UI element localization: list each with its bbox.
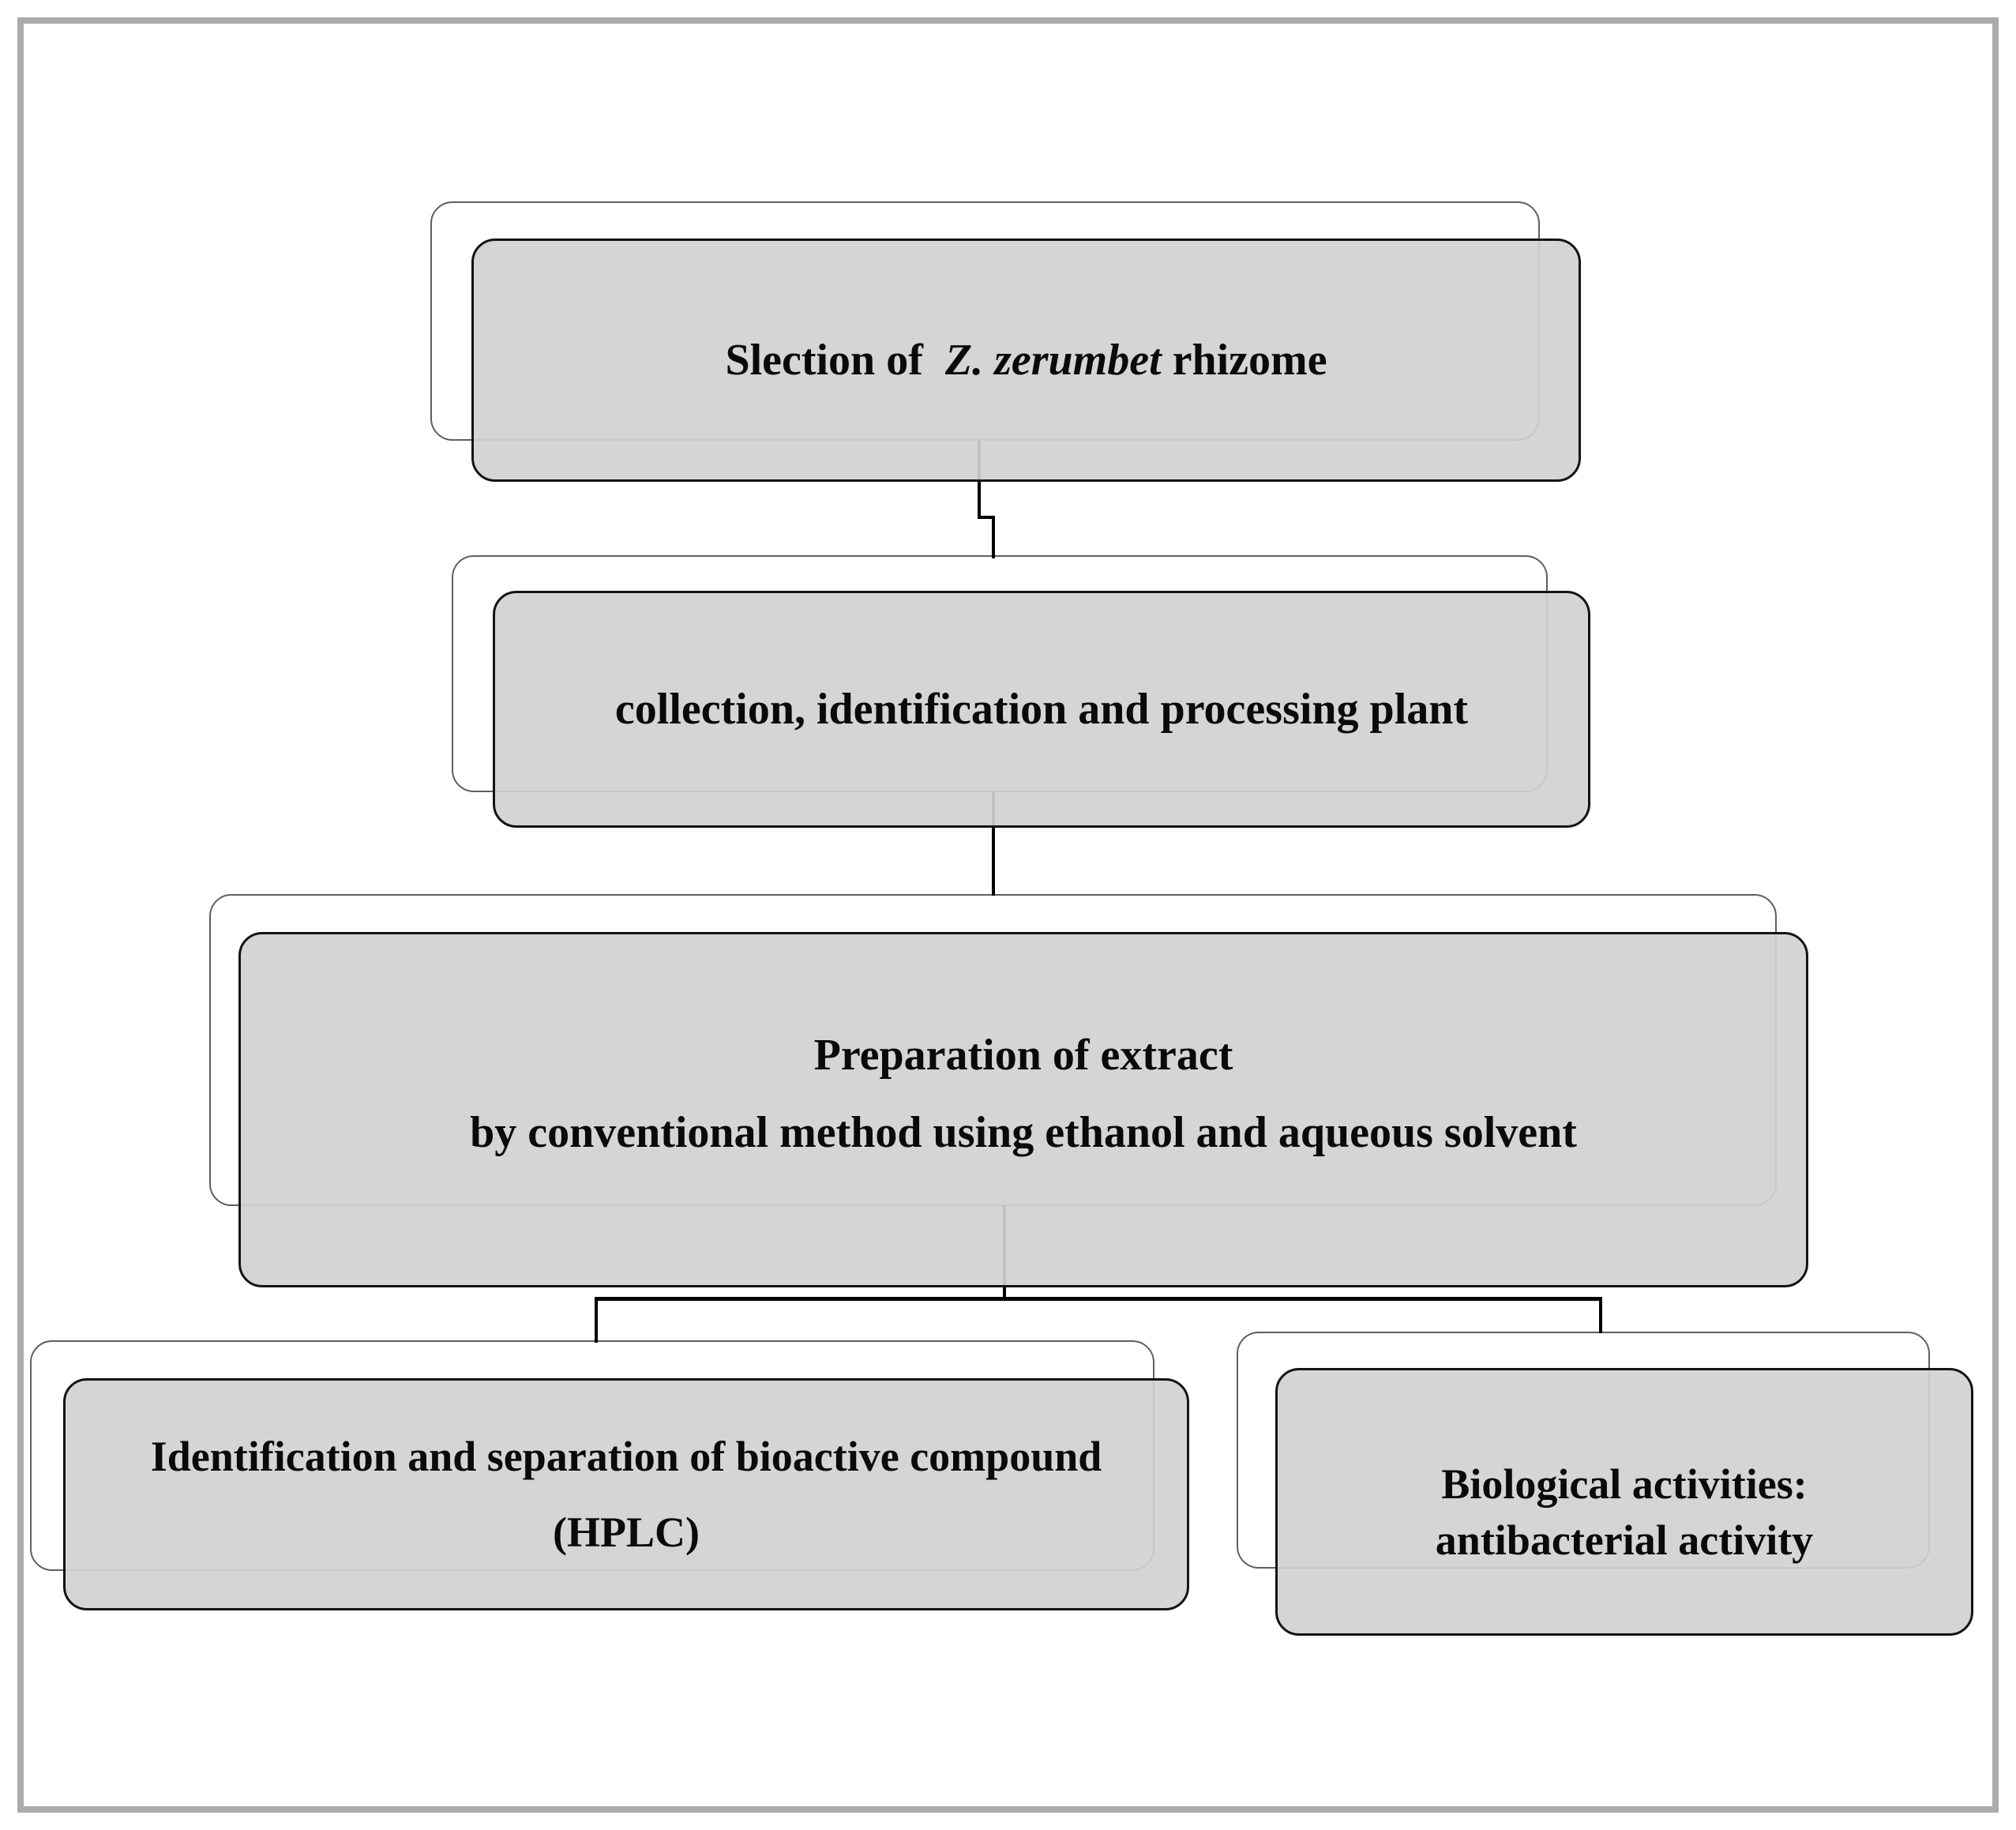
biological-node: Biological activities: antibacterial act…: [1275, 1368, 1973, 1636]
biological-node-line1: Biological activities:: [1441, 1460, 1808, 1509]
connector-branch-left-drop: [595, 1297, 598, 1343]
selection-label-species: Z. zerumbet: [944, 336, 1162, 385]
connector-branch-horizontal: [595, 1297, 1602, 1301]
selection-label-prefix: Slection of: [725, 336, 945, 385]
collection-node-label: collection, identification and processin…: [614, 685, 1469, 734]
hplc-node-method: (HPLC): [553, 1509, 700, 1556]
connector-selection-to-collection-jog: [978, 516, 995, 519]
biological-node-line2: antibacterial activity: [1435, 1516, 1814, 1564]
selection-node-label: Slection of Z. zerumbet rhizome: [725, 335, 1327, 385]
page-frame: [17, 17, 1999, 1813]
connector-collection-to-extraction: [992, 792, 995, 896]
hplc-node: Identification and separation of bioacti…: [63, 1378, 1189, 1610]
selection-node: Slection of Z. zerumbet rhizome: [471, 239, 1581, 482]
extraction-node-line2: by conventional method using ethanol and…: [470, 1108, 1577, 1157]
connector-selection-to-collection-vertical-2: [992, 516, 995, 558]
hplc-node-title: Identification and separation of bioacti…: [150, 1433, 1102, 1480]
extraction-node-line1: Preparation of extract: [813, 1031, 1233, 1080]
collection-node: collection, identification and processin…: [493, 591, 1590, 828]
selection-label-suffix: rhizome: [1161, 336, 1327, 385]
extraction-node: Preparation of extract by conventional m…: [238, 932, 1808, 1287]
connector-branch-right-drop: [1599, 1297, 1602, 1333]
